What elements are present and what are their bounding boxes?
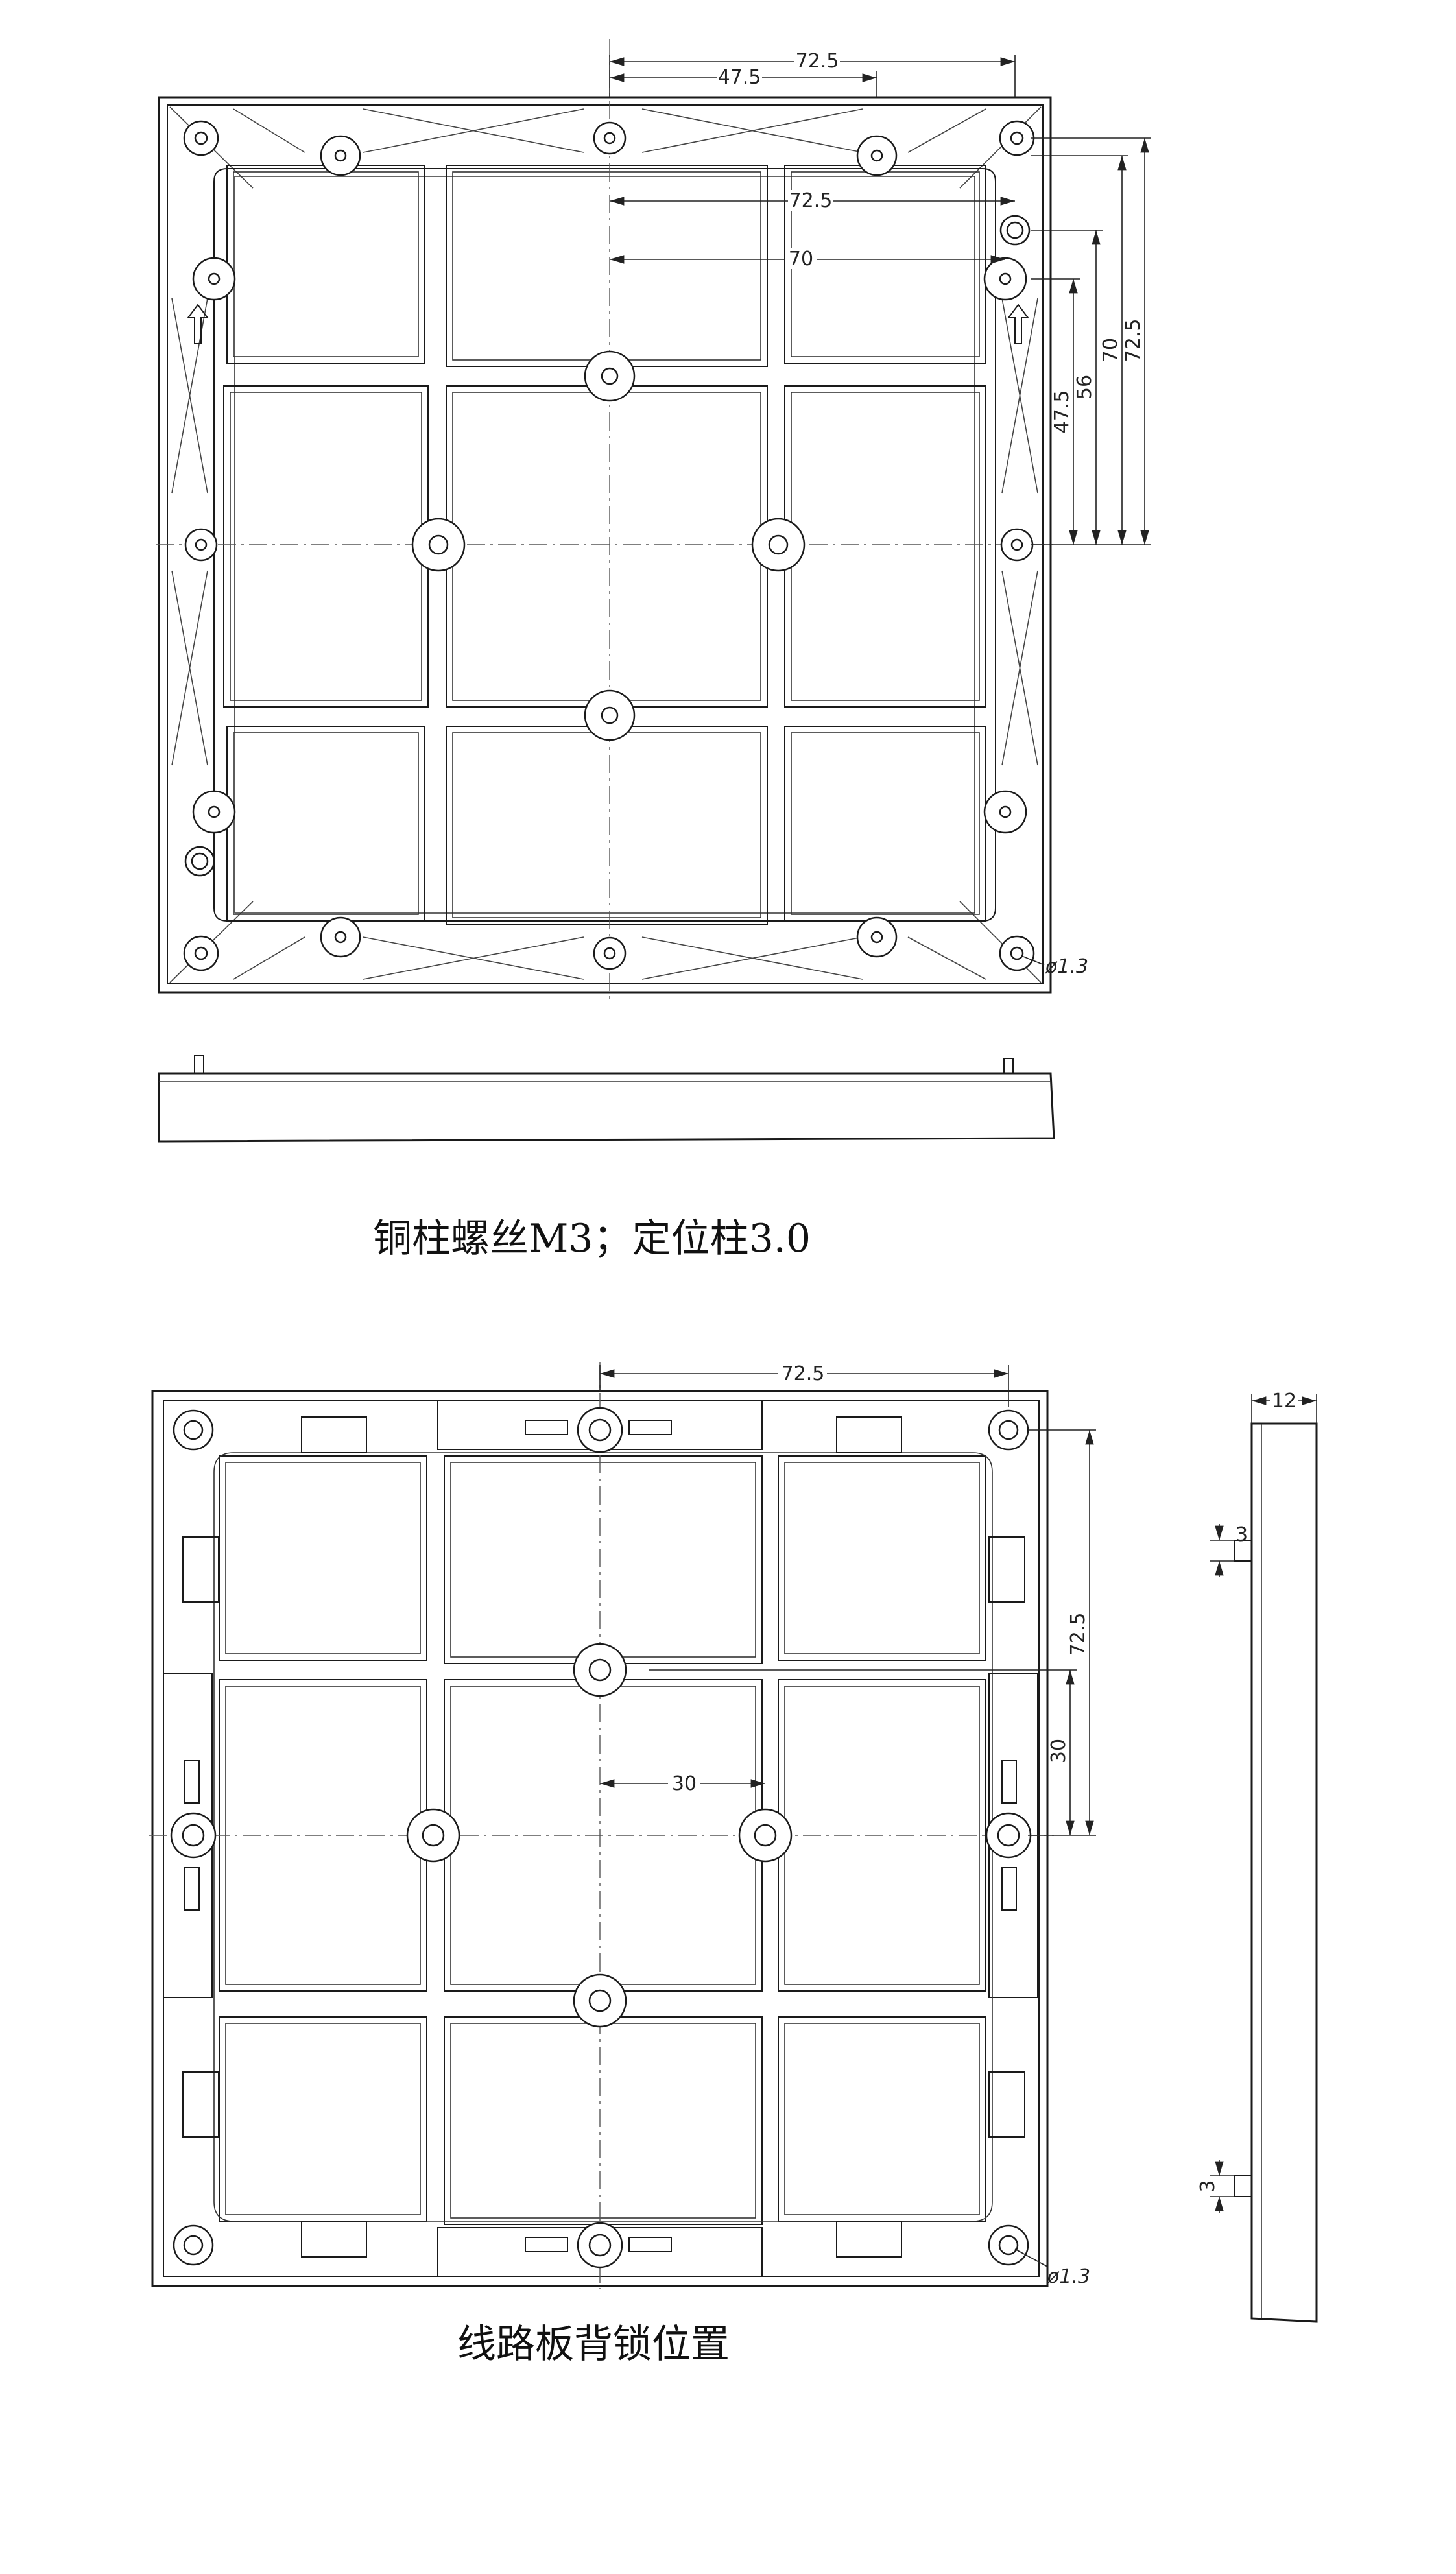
dim-47-5-top: 47.5 [718,66,761,89]
top-view: 72.5 47.5 72.5 70 47.5 56 70 72.5 ø1.3 [156,39,1151,999]
dim-side-pin-3-top: 3 [1235,1523,1248,1546]
dim-hole-dia-top: ø1.3 [1045,955,1088,978]
bottom-view: 72.5 30 72.5 30 ø1.3 [149,1362,1096,2289]
dim-side-width-12: 12 [1272,1390,1296,1412]
cell-grid-bottom [163,1400,1038,2277]
up-arrow-left [187,304,209,344]
dim-bottom-v-72-5: 72.5 [1067,1613,1090,1656]
dim-v-70: 70 [1099,338,1122,363]
screw-bosses-bottom [170,1407,1032,2269]
up-arrow-right [1007,304,1029,344]
dim-bottom-v-30: 30 [1047,1739,1070,1763]
screw-bosses-top [183,120,1035,971]
dim-side-pin-3-bottom: 3 [1197,2180,1219,2192]
dim-v-47-5: 47.5 [1051,390,1073,434]
dim-70-inner: 70 [789,248,813,270]
dimensions-top: 72.5 47.5 72.5 70 47.5 56 70 72.5 ø1.3 [609,50,1151,978]
dim-hole-dia-bottom: ø1.3 [1047,2265,1090,2288]
lock-tabs [182,1416,1025,2258]
dim-72-5-top: 72.5 [796,50,839,73]
dim-bottom-h-30: 30 [672,1772,697,1795]
dim-v-72-5: 72.5 [1122,319,1145,363]
dim-bottom-h-72-5: 72.5 [782,1363,825,1385]
side-view: 12 3 3 [1197,1390,1318,2323]
caption-top: 铜柱螺丝M3；定位柱3.0 [373,1216,811,1261]
dimensions-bottom: 72.5 30 72.5 30 ø1.3 [599,1363,1096,2288]
side-profile-top [158,1055,1055,1143]
dim-v-56: 56 [1073,375,1096,399]
caption-bottom: 线路板背锁位置 [457,2322,730,2367]
dim-72-5-inner: 72.5 [789,189,833,212]
